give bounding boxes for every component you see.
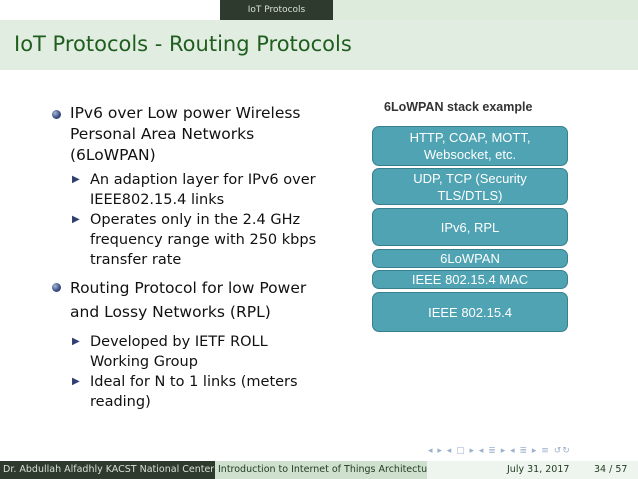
sub-bullet-text: Operates only in the 2.4 GHz frequency r… bbox=[90, 212, 317, 268]
sub-bullet-list: ▶ An adaption layer for IPv6 over IEEE80… bbox=[70, 170, 322, 270]
stack-layer-application: HTTP, COAP, MOTT, Websocket, etc. bbox=[372, 126, 568, 166]
header-navigation: IoT Protocols bbox=[0, 0, 638, 20]
triangle-bullet-icon: ▶ bbox=[72, 214, 80, 225]
sub-bullet-item: ▶ An adaption layer for IPv6 over IEEE80… bbox=[70, 170, 322, 210]
stack-layer-mac: IEEE 802.15.4 MAC bbox=[372, 270, 568, 289]
section-title[interactable]: IoT Protocols bbox=[220, 0, 333, 20]
nav-prev-icon[interactable]: ◂ ▢ ▸ bbox=[446, 446, 476, 456]
bullet-item-rpl: Routing Protocol for low Power and Lossy… bbox=[52, 276, 322, 412]
beamer-navigation: ◂ ▸ ◂ ▢ ▸ ◂ ≣ ▸ ◂ ≣ ▸ ≡ ↺↻ bbox=[428, 446, 628, 458]
footer-author: Dr. Abdullah Alfadhly KACST National Cen… bbox=[0, 461, 215, 479]
sub-bullet-item: ▶ Operates only in the 2.4 GHz frequency… bbox=[70, 210, 322, 270]
sub-bullet-text: Developed by IETF ROLL Working Group bbox=[90, 334, 268, 370]
header-right-band bbox=[333, 0, 638, 20]
bullet-ball-icon bbox=[52, 283, 61, 292]
nav-last-icon[interactable]: ◂ ≣ ▸ bbox=[510, 446, 538, 456]
stack-figure-title: 6LoWPAN stack example bbox=[384, 100, 533, 114]
triangle-bullet-icon: ▶ bbox=[72, 336, 80, 347]
zoom-icon[interactable]: ≡ bbox=[541, 446, 550, 456]
bullet-item-6lowpan: IPv6 over Low power Wireless Personal Ar… bbox=[52, 103, 322, 270]
sub-bullet-text: Ideal for N to 1 links (meters reading) bbox=[90, 374, 298, 410]
bullet-ball-icon bbox=[52, 110, 61, 119]
frame-title-bar bbox=[0, 20, 638, 70]
nav-next-icon[interactable]: ◂ ≣ ▸ bbox=[478, 446, 507, 456]
sub-bullet-item: ▶ Ideal for N to 1 links (meters reading… bbox=[70, 372, 322, 412]
stack-layer-6lowpan: 6LoWPAN bbox=[372, 249, 568, 268]
stack-layer-network: IPv6, RPL bbox=[372, 208, 568, 246]
triangle-bullet-icon: ▶ bbox=[72, 174, 80, 185]
bullet-text: IPv6 over Low power Wireless Personal Ar… bbox=[70, 104, 301, 164]
footer-page-number: 34 / 57 bbox=[594, 464, 628, 475]
slide-title: IoT Protocols - Routing Protocols bbox=[14, 32, 352, 56]
triangle-bullet-icon: ▶ bbox=[72, 376, 80, 387]
stack-layer-phy: IEEE 802.15.4 bbox=[372, 292, 568, 332]
header-left-band bbox=[0, 0, 220, 20]
footer: Dr. Abdullah Alfadhly KACST National Cen… bbox=[0, 461, 638, 479]
sub-bullet-list: ▶ Developed by IETF ROLL Working Group ▶… bbox=[70, 332, 322, 412]
bullet-list: IPv6 over Low power Wireless Personal Ar… bbox=[52, 103, 322, 412]
footer-presentation-title: Introduction to Internet of Things Archi… bbox=[215, 461, 427, 479]
sub-bullet-item: ▶ Developed by IETF ROLL Working Group bbox=[70, 332, 322, 372]
search-icon[interactable]: ↺↻ bbox=[553, 446, 571, 456]
footer-date: July 31, 2017 bbox=[507, 464, 570, 475]
nav-first-icon[interactable]: ◂ ▸ bbox=[428, 446, 443, 456]
footer-right-band: July 31, 2017 34 / 57 bbox=[427, 461, 638, 479]
stack-layer-transport: UDP, TCP (Security TLS/DTLS) bbox=[372, 168, 568, 205]
sub-bullet-text: An adaption layer for IPv6 over IEEE802.… bbox=[90, 172, 316, 208]
bullet-text: Routing Protocol for low Power and Lossy… bbox=[70, 279, 307, 321]
